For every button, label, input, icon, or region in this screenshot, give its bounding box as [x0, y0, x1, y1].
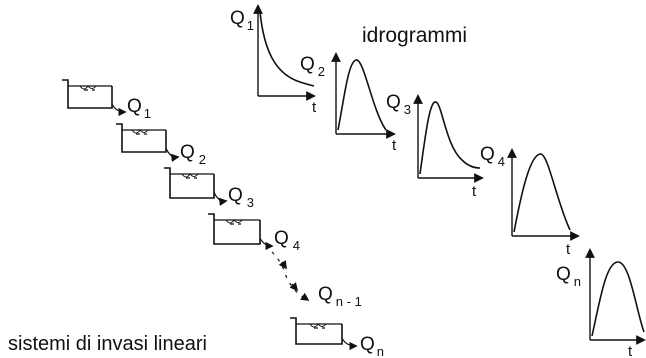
continuation-arrow-1-icon [278, 260, 287, 270]
reservoir-4-icon [208, 213, 261, 245]
flow-arrow-n-icon [341, 337, 358, 351]
diagram-title: idrogrammi [362, 24, 467, 47]
hydrograph-2-icon: t [331, 52, 397, 154]
hydrograph-4-t-label: t [566, 241, 571, 258]
reservoir-3-icon [164, 167, 215, 199]
continuation-arrow-2-icon [289, 282, 299, 292]
hydrograph-4-icon: t [507, 148, 580, 258]
hydrograph-n-t-label: t [628, 343, 633, 358]
continuation-dots-icon [271, 251, 305, 299]
hydrograph-3-t-label: t [472, 183, 477, 200]
flow-arrow-3-icon [213, 191, 228, 206]
diagram-caption: sistemi di invasi lineari [8, 333, 207, 355]
hydrograph-2-t-label: t [392, 137, 397, 154]
flow-arrow-4-icon [259, 237, 274, 251]
reservoir-n-icon [290, 317, 343, 345]
hydrograph-3-icon: t [413, 94, 484, 200]
hydrograph-n-icon: t [585, 248, 646, 358]
flow-arrow-2-icon [165, 147, 180, 162]
hydrograph-1-t-label: t [312, 99, 317, 116]
flow-arrow-1-icon [111, 103, 127, 117]
reservoir-2-icon [116, 123, 167, 153]
reservoir-1-icon [62, 79, 113, 109]
continuation-arrow-3-icon [300, 292, 310, 301]
